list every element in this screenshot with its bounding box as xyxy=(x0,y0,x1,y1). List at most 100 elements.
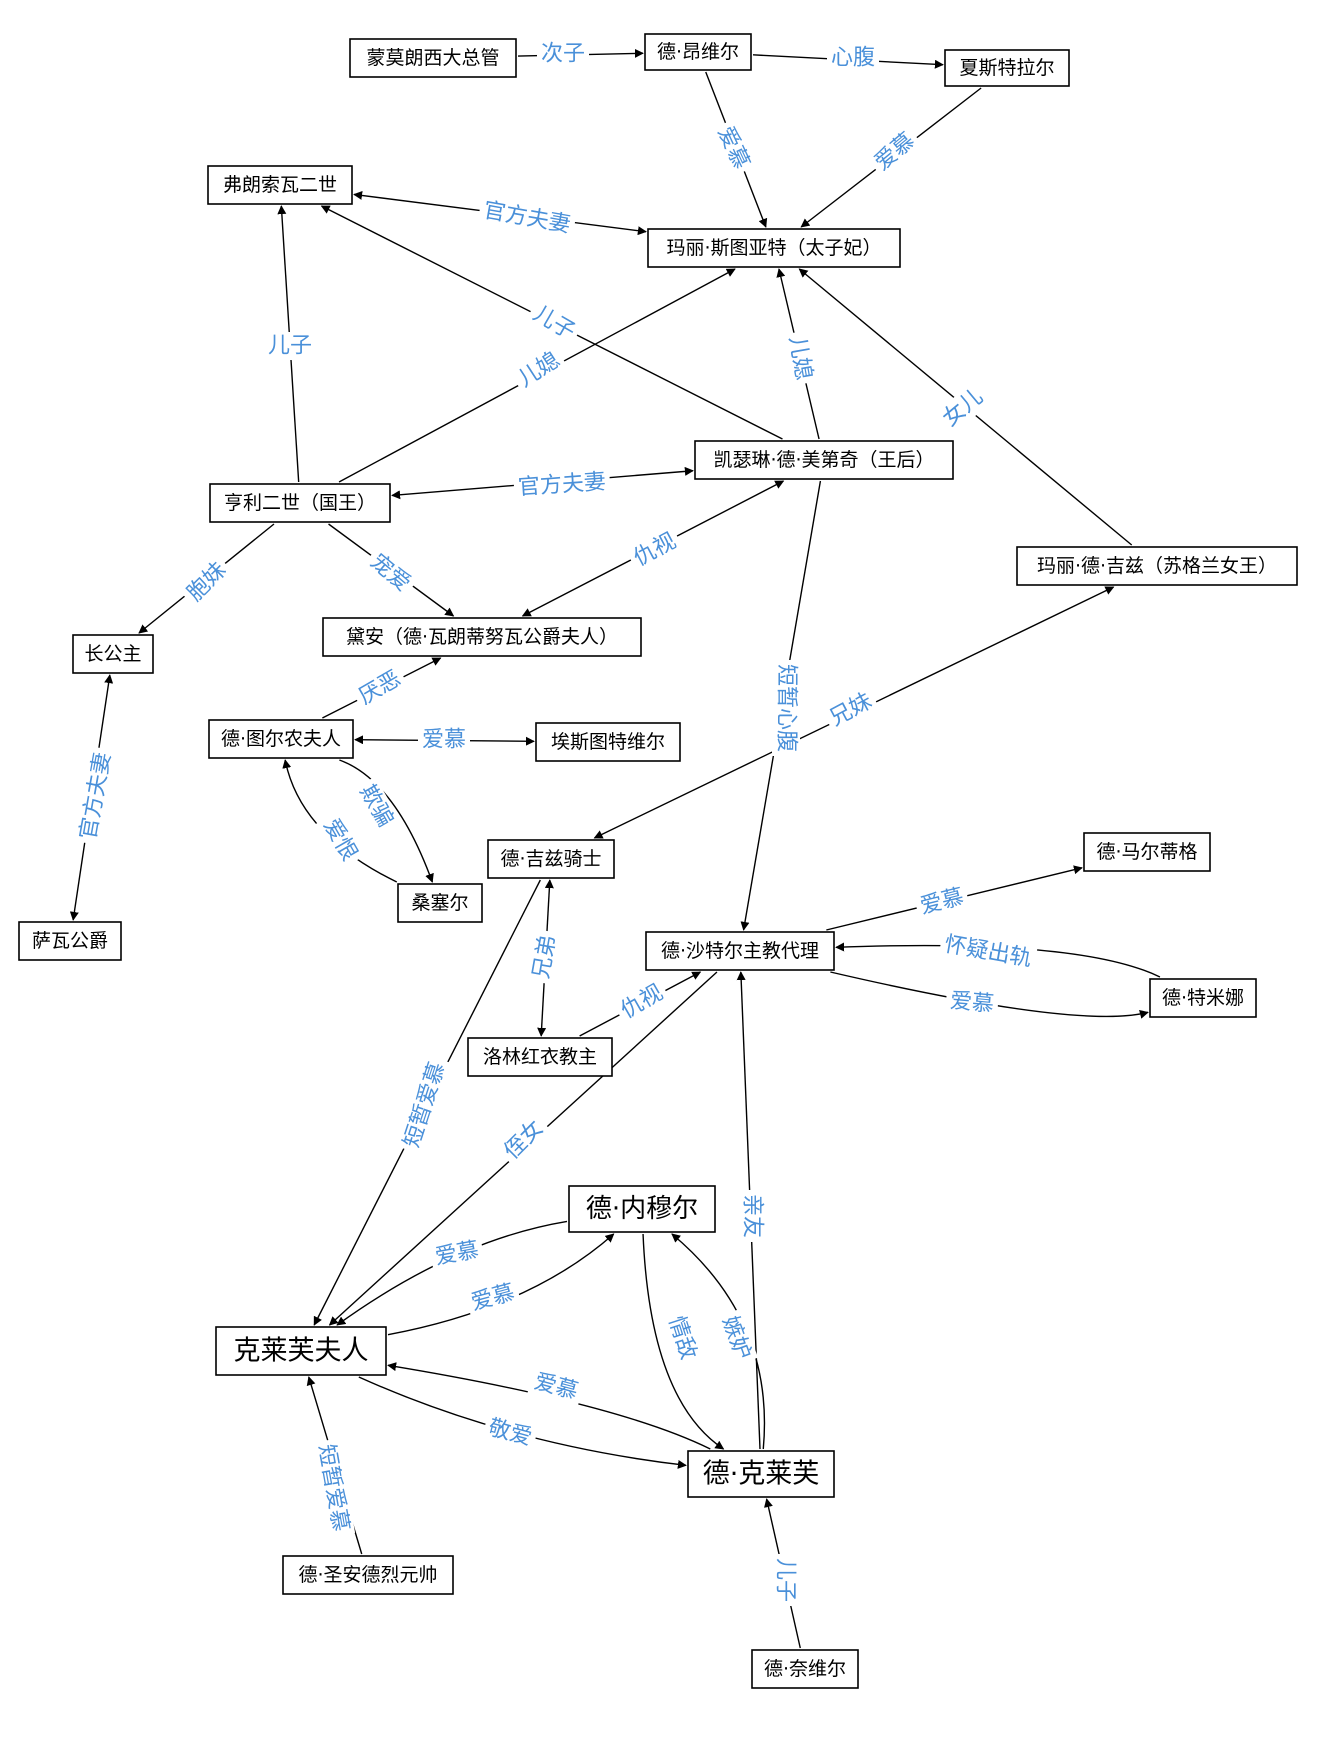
edge-tuernong-to-sangsaier xyxy=(339,759,434,883)
node-label: 黛安（德·瓦朗蒂努瓦公爵夫人） xyxy=(346,626,618,648)
edges-layer xyxy=(69,48,1161,1649)
node-label: 长公主 xyxy=(84,643,141,665)
node-zhanggongzhu: 长公主 xyxy=(72,634,154,674)
edge-label-background xyxy=(660,1308,704,1368)
edge-label-group: 爱慕 xyxy=(418,726,470,754)
node-label: 德·昂维尔 xyxy=(657,41,739,63)
edge-label-background xyxy=(524,297,584,349)
edge-label-group: 爱慕 xyxy=(913,882,971,922)
node-label: 克莱芙夫人 xyxy=(234,1336,369,1367)
edge-label-group: 爱慕 xyxy=(866,124,924,180)
edge-neimuer-to-kelaifu xyxy=(642,1233,725,1450)
edge-label-background xyxy=(866,124,924,180)
edge-label-group: 爱慕 xyxy=(527,1366,585,1408)
edge-label: 爱慕 xyxy=(422,728,466,753)
edge-label-group: 亲友 xyxy=(738,1190,766,1242)
edge-label-background xyxy=(73,746,119,846)
edge-label-background xyxy=(350,776,402,836)
edge-label-background xyxy=(771,1554,799,1606)
edge-label: 儿媳 xyxy=(784,334,816,382)
node-label: 弗朗索瓦二世 xyxy=(223,174,337,196)
edge-label-background xyxy=(513,467,611,503)
node-luolin: 洛林红衣教主 xyxy=(467,1037,613,1077)
node-label: 德·沙特尔主教代理 xyxy=(661,940,819,962)
node-label: 萨瓦公爵 xyxy=(32,930,108,952)
edge-shateer-to-temina xyxy=(830,971,1149,1019)
edge-label-group: 欺骗 xyxy=(350,776,402,836)
node-hengli: 亨利二世（国王） xyxy=(209,483,391,523)
node-label: 桑塞尔 xyxy=(411,892,468,914)
node-daian: 黛安（德·瓦朗蒂努瓦公爵夫人） xyxy=(322,617,642,657)
node-box xyxy=(1016,546,1298,586)
edge-label-group: 兄弟 xyxy=(526,928,564,986)
edge-label-background xyxy=(781,329,819,387)
edge-label-group: 爱慕 xyxy=(428,1235,486,1273)
node-box xyxy=(645,931,835,971)
edge-label-group: 爱慕 xyxy=(709,118,757,178)
edge-label-group: 敬爱 xyxy=(481,1412,539,1454)
edge-label-background xyxy=(537,40,589,68)
node-shengande: 德·圣安德烈元帅 xyxy=(282,1555,454,1595)
edge-label-background xyxy=(477,195,577,241)
edge-label-background xyxy=(938,929,1038,975)
node-label: 德·特米娜 xyxy=(1162,987,1244,1009)
node-kelaifu_furen: 克莱芙夫人 xyxy=(215,1326,387,1376)
node-label: 洛林红衣教主 xyxy=(483,1046,597,1068)
edge-label-group: 儿媳 xyxy=(509,344,569,396)
node-box xyxy=(209,483,391,523)
node-box xyxy=(694,440,954,480)
edge-label-group: 侄女 xyxy=(495,1111,553,1169)
node-mengmolang: 蒙莫朗西大总管 xyxy=(349,38,517,78)
edge-label: 爱慕 xyxy=(918,885,967,920)
node-box xyxy=(687,1450,835,1498)
node-box xyxy=(72,634,154,674)
node-naiweier: 德·奈维尔 xyxy=(751,1649,859,1689)
edge-kelaifu-to-kelaifu_furen xyxy=(387,1362,711,1450)
edge-label-background xyxy=(428,1235,486,1273)
node-mali_guise: 玛丽·德·吉兹（苏格兰女王） xyxy=(1016,546,1298,586)
edge-label-group: 心腹 xyxy=(827,44,879,72)
node-box xyxy=(944,49,1070,87)
node-box xyxy=(208,719,354,759)
node-box xyxy=(1149,978,1257,1018)
edge-label-group: 爱慕 xyxy=(944,986,1000,1020)
edge-label-background xyxy=(526,928,564,986)
edge-label-group: 儿子 xyxy=(264,332,316,360)
node-sawa: 萨瓦公爵 xyxy=(18,921,122,961)
edge-label-background xyxy=(934,380,992,436)
edge-labels-layer: 次子心腹爱慕爱慕官方夫妻儿子儿媳儿媳儿子女儿官方夫妻胞妹宠爱仇视厌恶爱慕欺骗爱恨… xyxy=(73,40,1038,1606)
edge-label: 爱慕 xyxy=(949,989,995,1018)
edge-label-background xyxy=(464,1277,522,1319)
edge-label-group: 爱恨 xyxy=(314,810,366,870)
edge-label-background xyxy=(772,660,800,756)
edge-label-group: 短暂心腹 xyxy=(772,660,800,756)
edge-label-background xyxy=(396,1055,454,1155)
edge-label: 情敌 xyxy=(663,1313,700,1363)
edge-label-group: 官方夫妻 xyxy=(477,195,577,241)
edge-label-group: 短暂爱慕 xyxy=(310,1438,356,1538)
node-kaiselin: 凯瑟琳·德·美第奇（王后） xyxy=(694,440,954,480)
edge-label-background xyxy=(509,344,569,396)
edge-label: 亲友 xyxy=(740,1194,765,1238)
node-label: 凯瑟琳·德·美第奇（王后） xyxy=(713,449,934,471)
edge-label: 儿子 xyxy=(773,1558,798,1602)
node-label: 夏斯特拉尔 xyxy=(959,57,1054,79)
edge-label: 兄弟 xyxy=(529,933,561,981)
node-box xyxy=(647,228,901,268)
node-box xyxy=(487,839,615,879)
edge-label: 官方夫妻 xyxy=(517,469,607,500)
edge-label-group: 官方夫妻 xyxy=(73,746,119,846)
edge-label-background xyxy=(350,662,410,714)
edge-label-group: 次子 xyxy=(537,40,589,68)
edge-label-background xyxy=(314,810,366,870)
edge-label-group: 仇视 xyxy=(625,525,685,575)
node-label: 蒙莫朗西大总管 xyxy=(366,47,499,69)
node-label: 玛丽·斯图亚特（太子妃） xyxy=(666,237,881,259)
edge-label-group: 怀疑出轨 xyxy=(938,929,1038,975)
edge-label-group: 厌恶 xyxy=(350,662,410,714)
edge-label: 短暂心腹 xyxy=(774,664,799,752)
edge-label-group: 短暂爱慕 xyxy=(396,1055,454,1155)
edge-label-group: 官方夫妻 xyxy=(513,467,611,503)
edge-label-group: 儿子 xyxy=(771,1554,799,1606)
edge-label-background xyxy=(264,332,316,360)
